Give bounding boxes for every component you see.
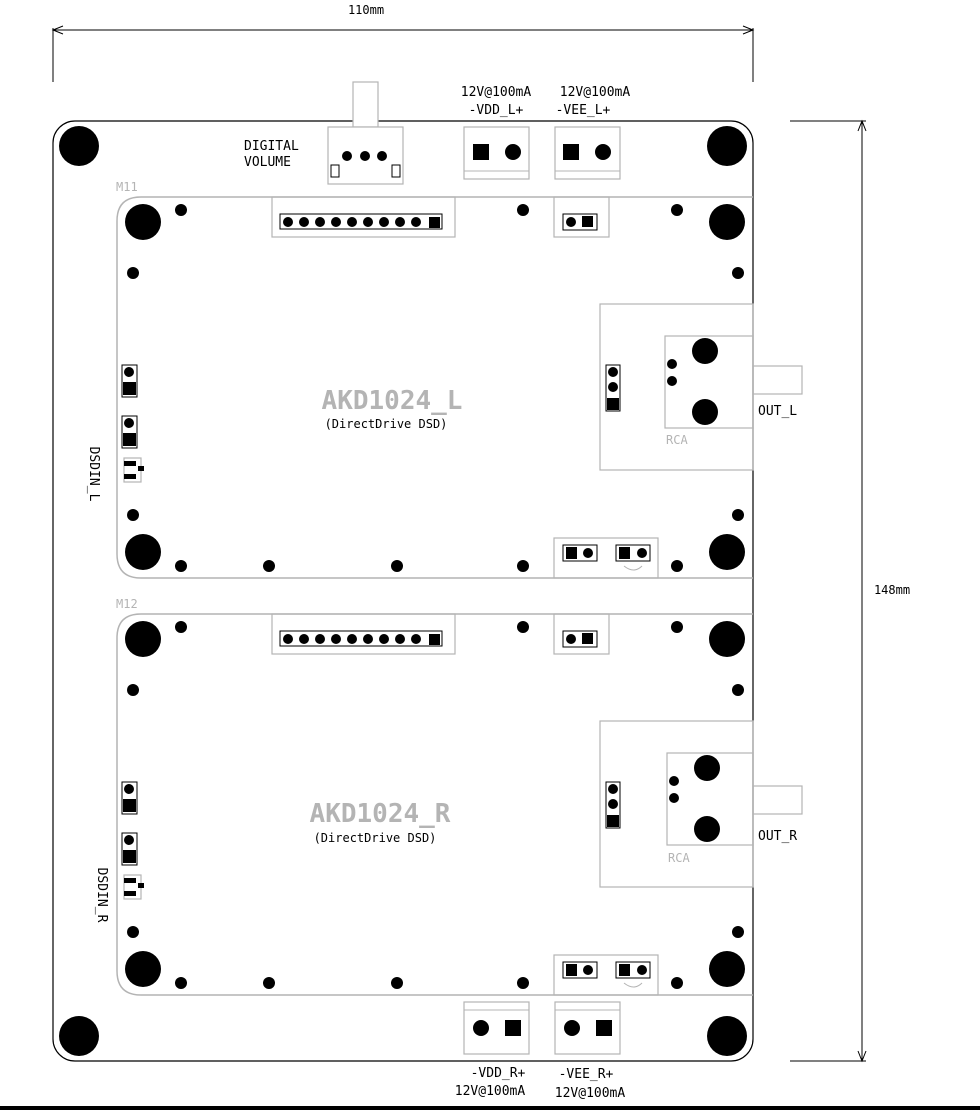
power-vee-right-line2: 12V@100mA: [555, 1086, 626, 1101]
board-outline: [52, 120, 754, 1062]
power-vdd-right-line2: 12V@100mA: [455, 1084, 526, 1099]
module-right-rca-label: RCA: [668, 851, 690, 865]
width-dimension-label: 110mm: [348, 3, 384, 17]
power-vdd-left-line2: -VDD_L+: [469, 103, 524, 118]
power-vee-left-line1: 12V@100mA: [560, 85, 631, 100]
module-left-dsd-label: DSDIN_L: [86, 447, 101, 502]
module-left-ref: M11: [116, 180, 138, 194]
power-vdd-left-line1: 12V@100mA: [461, 85, 532, 100]
power-terminal-vee-right: [554, 1001, 621, 1055]
bottom-rule: [0, 1106, 980, 1110]
power-vdd-right-line1: -VDD_R+: [471, 1066, 526, 1081]
power-vee-left-line2: -VEE_L+: [556, 103, 611, 118]
module-left-subtitle: (DirectDrive DSD): [325, 417, 448, 431]
module-right: [116, 613, 803, 996]
power-terminal-vdd-right: [463, 1001, 530, 1055]
module-left: [116, 196, 803, 579]
power-terminal-vdd-left: [463, 126, 530, 180]
module-right-subtitle: (DirectDrive DSD): [314, 831, 437, 845]
module-right-name: AKD1024_R: [310, 799, 451, 829]
digital-volume-label-line2: VOLUME: [244, 155, 291, 170]
module-left-output-label: OUT_L: [758, 404, 797, 419]
module-left-rca-label: RCA: [666, 433, 688, 447]
power-vee-right-line1: -VEE_R+: [559, 1067, 614, 1082]
module-right-ref: M12: [116, 597, 138, 611]
digital-volume-label-line1: DIGITAL: [244, 139, 299, 154]
width-dimension: [51, 25, 755, 82]
mounting-hole-top-right: [707, 126, 747, 166]
height-dimension: [790, 119, 867, 1063]
height-dimension-label: 148mm: [874, 583, 910, 597]
mounting-hole-top-left: [59, 126, 99, 166]
module-left-name: AKD1024_L: [322, 386, 463, 416]
mounting-hole-bottom-left: [59, 1016, 99, 1056]
digital-volume-connector: [327, 81, 404, 185]
module-right-dsd-label: DSDIN_R: [94, 868, 109, 923]
module-right-output-label: OUT_R: [758, 829, 797, 844]
mounting-hole-bottom-right: [707, 1016, 747, 1056]
power-terminal-vee-left: [554, 126, 621, 180]
